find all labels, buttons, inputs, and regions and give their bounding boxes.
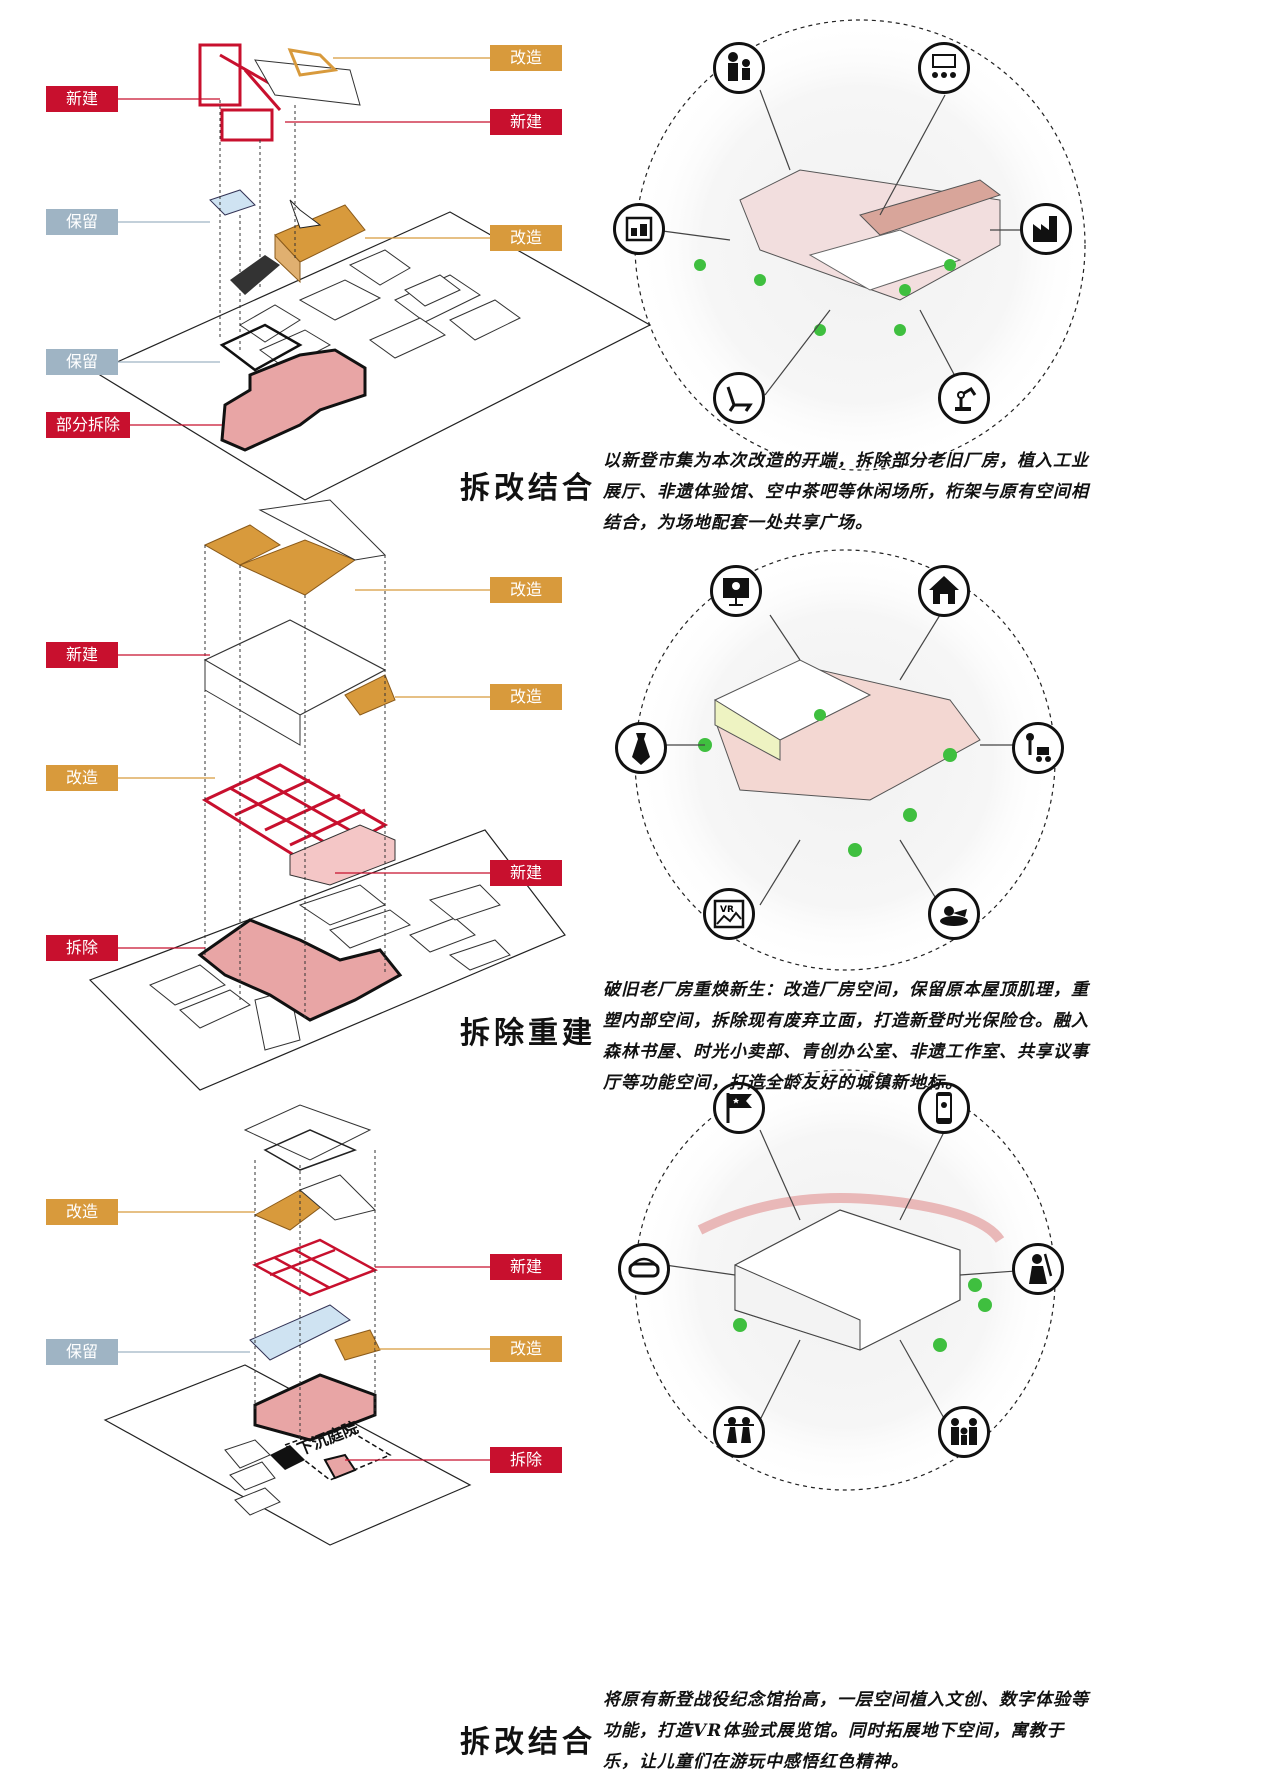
tag-renovate: 改造 <box>46 765 118 791</box>
tag-renovate: 改造 <box>490 45 562 71</box>
tag-renovate: 改造 <box>46 1199 118 1225</box>
section3-axonometric <box>103 1104 518 1546</box>
stroller-icon <box>1012 722 1064 774</box>
tag-renovate: 改造 <box>490 684 562 710</box>
phone-location-icon <box>918 1082 970 1134</box>
circle-1 <box>634 19 1086 471</box>
necktie-icon <box>615 722 667 774</box>
section-1-title: 拆改结合 <box>460 471 596 506</box>
reading-icon <box>928 888 980 940</box>
tag-demolish: 拆除 <box>46 935 118 961</box>
flag-icon <box>713 1082 765 1134</box>
tag-new-build: 新建 <box>490 1254 562 1280</box>
circle-2 <box>634 549 1056 971</box>
factory-icon <box>1020 203 1072 255</box>
tag-renovate: 改造 <box>490 225 562 251</box>
robot-arm-icon <box>938 372 990 424</box>
children-icon <box>713 1406 765 1458</box>
presentation-icon <box>710 565 762 617</box>
tag-new-build: 新建 <box>46 642 118 668</box>
gallery-icon <box>613 203 665 255</box>
soldier-icon <box>1012 1243 1064 1295</box>
family-group-icon <box>938 1406 990 1458</box>
family-icon <box>713 42 765 94</box>
tag-demolish: 拆除 <box>490 1447 562 1473</box>
tag-new-build: 新建 <box>490 109 562 135</box>
circle-3 <box>634 1069 1056 1491</box>
section2-axonometric <box>88 499 566 1091</box>
tag-new-build: 新建 <box>46 86 118 112</box>
tag-renovate: 改造 <box>490 1336 562 1362</box>
tag-retain: 保留 <box>46 349 118 375</box>
section-3-title: 拆改结合 <box>460 1725 596 1760</box>
lounge-chair-icon <box>713 372 765 424</box>
tag-retain: 保留 <box>46 1339 118 1365</box>
section-1-description: 以新登市集为本次改造的开端，拆除部分老旧厂房，植入工业展厅、非遗体验馆、空中茶吧… <box>603 451 1089 533</box>
tag-retain: 保留 <box>46 209 118 235</box>
tag-partial-demolish: 部分拆除 <box>46 412 130 438</box>
section1-axonometric <box>93 43 652 501</box>
section-2-title: 拆除重建 <box>460 1016 596 1051</box>
vr-headset-icon <box>618 1243 670 1295</box>
section-3-description: 将原有新登战役纪念馆抬高，一层空间植入文创、数字体验等功能，打造VR体验式展览馆… <box>603 1690 1089 1772</box>
svg-text:VR: VR <box>720 905 734 915</box>
tag-new-build: 新建 <box>490 860 562 886</box>
house-icon <box>918 565 970 617</box>
meeting-icon <box>918 42 970 94</box>
section-2-description: 破旧老厂房重焕新生：改造厂房空间，保留原本屋顶肌理，重塑内部空间，拆除现有废弃立… <box>603 980 1089 1093</box>
vr-image-icon: VR <box>703 888 755 940</box>
tag-renovate: 改造 <box>490 577 562 603</box>
